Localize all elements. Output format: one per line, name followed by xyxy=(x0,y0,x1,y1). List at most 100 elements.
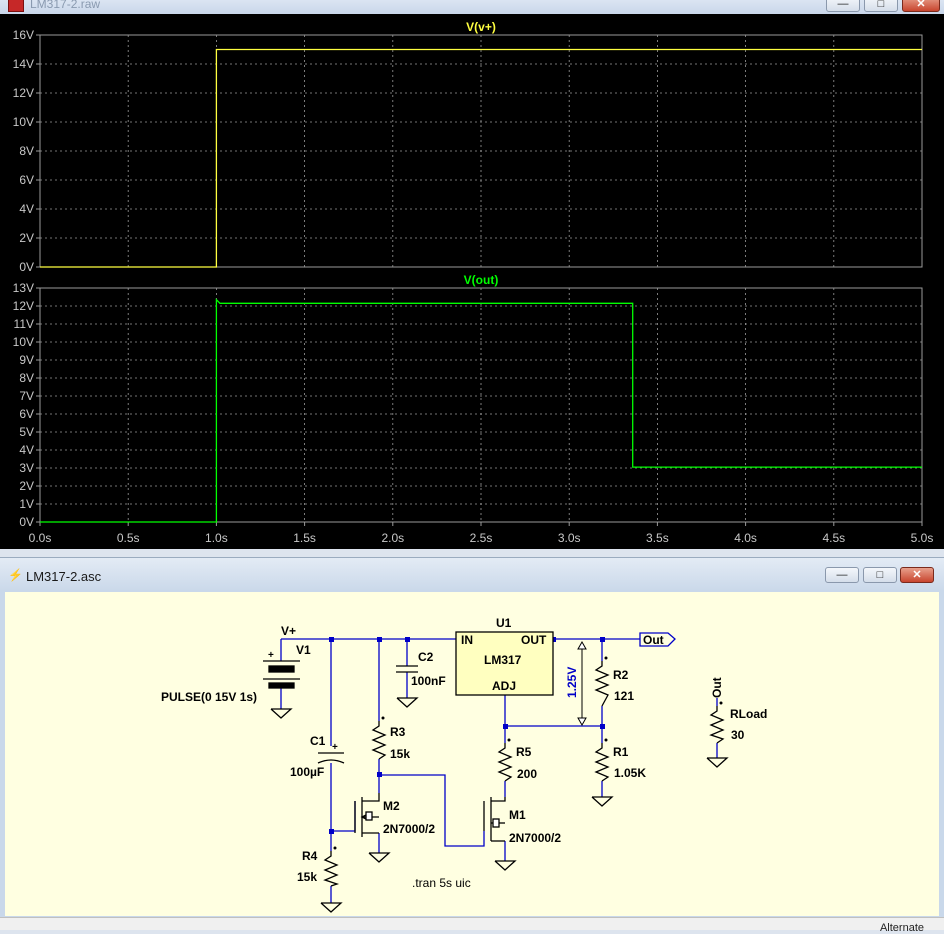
schematic-window: ⚡ LM317-2.asc — □ ✕ xyxy=(0,557,944,929)
y-tick-label: 4V xyxy=(19,443,34,457)
resistor-pin-markers xyxy=(333,656,723,850)
x-tick-label: 5.0s xyxy=(911,531,934,545)
r3-symbol xyxy=(371,721,387,760)
v1-value: PULSE(0 15V 1s) xyxy=(161,690,257,704)
c1-capacitor-symbol[interactable]: + xyxy=(317,742,345,764)
r1-label: R1 xyxy=(613,745,629,759)
schematic-drawing[interactable]: + + xyxy=(5,592,939,916)
u1-part-name: LM317 xyxy=(484,653,522,667)
wires xyxy=(280,638,718,903)
status-text: Alternate xyxy=(879,922,924,934)
r3-value: 15k xyxy=(390,747,410,761)
r1-symbol xyxy=(594,743,610,782)
schematic-minimize-button[interactable]: — xyxy=(825,567,859,583)
out-net-flag[interactable] xyxy=(639,632,676,647)
y-tick-label: 1V xyxy=(19,497,34,511)
status-bar: Alternate xyxy=(0,917,944,934)
r5-value: 200 xyxy=(517,767,537,781)
trace-line[interactable] xyxy=(40,48,922,268)
resistor-symbols[interactable] xyxy=(323,661,725,887)
waveform-window: LM317-2.raw — □ ✕ 0V 2V 4V 6V 8V 10V 12V 14V 16V… xyxy=(0,0,944,549)
ltspice-waveform-icon xyxy=(8,0,24,12)
r4-label: R4 xyxy=(302,849,318,863)
y-tick-label: 6V xyxy=(19,173,34,187)
close-button[interactable]: ✕ xyxy=(902,0,940,12)
r5-label: R5 xyxy=(516,745,532,759)
x-tick-label: 1.0s xyxy=(205,531,228,545)
x-tick-label: 2.5s xyxy=(470,531,493,545)
u1-label: U1 xyxy=(496,616,512,630)
waveform-window-title: LM317-2.raw xyxy=(30,0,101,11)
v1-source-symbol[interactable]: + xyxy=(263,650,300,689)
rload-symbol xyxy=(709,706,725,744)
c1-label: C1 xyxy=(310,734,326,748)
r4-symbol xyxy=(323,851,340,887)
y-tick-label: 12V xyxy=(13,86,34,100)
y-tick-label: 8V xyxy=(19,371,34,385)
rload-label: RLoad xyxy=(730,707,767,721)
minimize-button[interactable]: — xyxy=(826,0,860,12)
c2-value: 100nF xyxy=(411,674,446,688)
x-tick-label: 4.5s xyxy=(822,531,845,545)
m2-mosfet-symbol[interactable] xyxy=(354,793,380,837)
schematic-maximize-button[interactable]: □ xyxy=(863,567,897,583)
out-flag-label: Out xyxy=(643,633,664,647)
c2-capacitor-symbol[interactable] xyxy=(396,665,418,673)
y-tick-label: 16V xyxy=(13,28,34,42)
schematic-window-titlebar[interactable]: ⚡ LM317-2.asc — □ ✕ xyxy=(0,558,944,590)
vref-label: 1.25V xyxy=(565,667,579,698)
r2-value: 121 xyxy=(614,689,634,703)
x-tick-label: 3.5s xyxy=(646,531,669,545)
r2-label: R2 xyxy=(613,668,629,682)
schematic-window-title: LM317-2.asc xyxy=(26,569,102,584)
m1-value: 2N7000/2 xyxy=(509,831,561,845)
m1-label: M1 xyxy=(509,808,526,822)
y-tick-label: 2V xyxy=(19,231,34,245)
y-tick-label: 12V xyxy=(13,299,34,313)
ground-symbols xyxy=(270,697,729,913)
trace-title[interactable]: V(v+) xyxy=(466,20,496,34)
x-tick-label: 0.5s xyxy=(117,531,140,545)
y-tick-label: 14V xyxy=(13,57,34,71)
y-tick-label: 6V xyxy=(19,407,34,421)
x-tick-label: 1.5s xyxy=(293,531,316,545)
y-tick-label: 2V xyxy=(19,479,34,493)
trace-title[interactable]: V(out) xyxy=(464,273,499,287)
y-tick-label: 9V xyxy=(19,353,34,367)
svg-text:+: + xyxy=(268,650,274,661)
y-tick-label: 0V xyxy=(19,260,34,274)
u1-pin-in: IN xyxy=(461,633,473,647)
v1-label: V1 xyxy=(296,643,311,657)
m2-label: M2 xyxy=(383,799,400,813)
trace-line[interactable] xyxy=(40,298,922,523)
r5-symbol xyxy=(497,743,513,782)
schematic-canvas[interactable]: + + xyxy=(5,592,939,916)
maximize-button[interactable]: □ xyxy=(864,0,898,12)
y-tick-label: 10V xyxy=(13,115,34,129)
x-tick-label: 2.0s xyxy=(381,531,404,545)
spice-directive[interactable]: .tran 5s uic xyxy=(412,876,471,890)
plot-background xyxy=(0,14,944,549)
u1-pin-adj: ADJ xyxy=(492,679,516,693)
y-tick-label: 5V xyxy=(19,425,34,439)
rload-net-label: Out xyxy=(710,677,724,698)
r3-label: R3 xyxy=(390,725,406,739)
waveform-window-titlebar[interactable]: LM317-2.raw — □ ✕ xyxy=(0,0,944,14)
rload-value: 30 xyxy=(731,728,745,742)
y-tick-label: 13V xyxy=(13,281,34,295)
r1-value: 1.05K xyxy=(614,766,646,780)
c2-label: C2 xyxy=(418,650,434,664)
y-tick-label: 10V xyxy=(13,335,34,349)
u1-pin-out: OUT xyxy=(521,633,547,647)
m1-mosfet-symbol[interactable] xyxy=(483,797,506,842)
svg-text:+: + xyxy=(332,742,338,753)
m2-value: 2N7000/2 xyxy=(383,822,435,836)
y-tick-label: 0V xyxy=(19,515,34,529)
schematic-close-button[interactable]: ✕ xyxy=(900,567,934,583)
y-tick-label: 11V xyxy=(14,317,34,331)
lm317-body[interactable] xyxy=(455,631,554,696)
y-tick-label: 3V xyxy=(19,461,34,475)
